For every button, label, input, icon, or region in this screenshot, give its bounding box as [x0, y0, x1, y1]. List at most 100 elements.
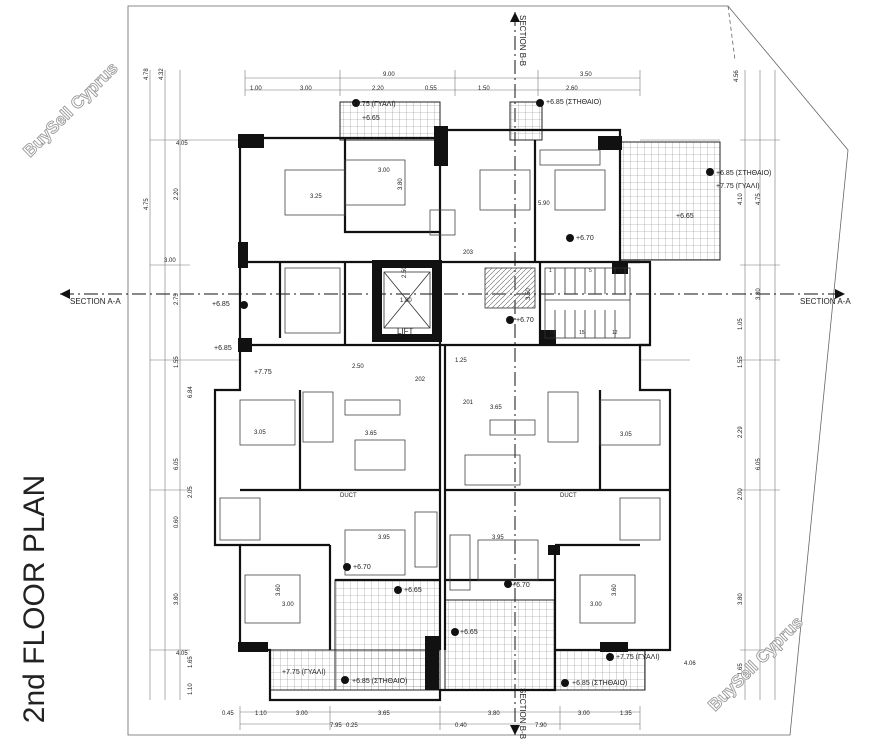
duct-label-right: DUCT: [560, 493, 577, 499]
dim-label: 4.75: [144, 198, 150, 210]
dim-label: 3.00: [164, 258, 176, 264]
dim-label: 4.05: [176, 141, 188, 147]
dim-label: 3.00: [578, 711, 590, 717]
level-corridor-right: +6.70: [516, 317, 534, 324]
room-dim: 2.50: [352, 364, 364, 370]
dim-label: 1.35: [620, 711, 632, 717]
dim-label: 1.55: [738, 356, 744, 368]
furniture-living: [344, 149, 606, 591]
site-boundary: [127, 5, 849, 736]
dim-label: 0.45: [222, 711, 234, 717]
dim-label: 0.40: [455, 723, 467, 729]
dim-label: 2.75: [174, 293, 180, 305]
level-bottom-right-wall: +6.85 (ΣΤΗΘΑΙΟ): [572, 680, 627, 687]
level-sw-living: +6.70: [353, 564, 371, 571]
dim-label: 2.29: [738, 426, 744, 438]
stair-step: 1: [549, 268, 552, 274]
level-right-floor: +6.65: [676, 213, 694, 220]
dim-label: 3.80: [738, 593, 744, 605]
dim-label: 1.10: [188, 683, 194, 695]
verandas: [269, 101, 721, 691]
lift-label: LIFT: [397, 327, 414, 336]
dim-label: 9.00: [383, 72, 395, 78]
dim-label: 4.10: [738, 193, 744, 205]
dim-label: 4.75: [756, 193, 762, 205]
level-markers: [240, 99, 714, 687]
dim-label: 0.60: [174, 516, 180, 528]
dim-label: 0.25: [346, 723, 358, 729]
lift-shaft: [383, 271, 431, 329]
dim-label: 1.00: [250, 86, 262, 92]
room-dim: 3.65: [490, 405, 502, 411]
dim-label: 3.80: [756, 288, 762, 300]
level-right-ceiling: +7.75 (ΓΥΑΛΙ): [716, 183, 760, 190]
room-dim: 1.25: [455, 358, 467, 364]
dim-label: 1.50: [478, 86, 490, 92]
room-dim: 3.60: [612, 584, 618, 596]
page-title: 2nd FLOOR PLAN: [18, 474, 51, 724]
dim-label: 3.00: [296, 711, 308, 717]
level-left-box: +7.75: [254, 369, 272, 376]
level-se-living: +6.70: [512, 582, 530, 589]
room-dim: 3.65: [365, 431, 377, 437]
dim-label: 2.20: [372, 86, 384, 92]
level-north-living: +6.70: [576, 235, 594, 242]
apartment-number: 201: [463, 400, 474, 406]
dim-label: 1.65: [738, 663, 744, 675]
dim-label: 2.60: [566, 86, 578, 92]
room-dim: 5.90: [538, 201, 550, 207]
dim-label: 3.00: [300, 86, 312, 92]
level-bottom-right-ceiling: +7.75 (ΓΥΑΛΙ): [616, 654, 660, 661]
dim-label: 1.55: [174, 356, 180, 368]
dim-label: 1.05: [738, 318, 744, 330]
level-top-wall: +6.85 (ΣΤΗΘΑΙΟ): [546, 99, 601, 106]
dim-label: 1.10: [255, 711, 267, 717]
dim-label: 4.06: [684, 661, 696, 667]
bathrooms: [219, 209, 661, 541]
apartment-number: 203: [463, 250, 474, 256]
section-a-a-right: SECTION A-A: [800, 297, 851, 306]
dim-label: 3.80: [488, 711, 500, 717]
watermark-top: BuySell Cyprus: [19, 59, 121, 161]
room-dim: 1.80: [400, 298, 412, 304]
room-dim: 3.60: [276, 584, 282, 596]
dim-label: 4.78: [144, 68, 150, 80]
dim-label: 4.32: [159, 68, 165, 80]
stair-step: 5: [589, 268, 592, 274]
dim-label: 2.00: [738, 488, 744, 500]
level-se-veranda: +6.65: [460, 629, 478, 636]
level-bottom-left-wall: +6.85 (ΣΤΗΘΑΙΟ): [352, 678, 407, 685]
duct-label-left: DUCT: [340, 493, 357, 499]
labels: SECTION A-A SECTION A-A SECTION B-B SECT…: [70, 15, 851, 739]
dim-label: 3.80: [174, 593, 180, 605]
dim-label: 0.55: [425, 86, 437, 92]
level-sw-veranda: +6.65: [404, 587, 422, 594]
level-corridor-left: +6.85: [212, 301, 230, 308]
dim-label: 3.65: [378, 711, 390, 717]
dim-label: 6.84: [188, 386, 194, 398]
room-dim: 3.05: [620, 432, 632, 438]
dim-label: 6.05: [174, 458, 180, 470]
room-dim: 3.95: [492, 535, 504, 541]
staircase: [484, 267, 631, 339]
room-dim: 3.50: [526, 288, 532, 300]
stair-step: 12: [612, 330, 618, 336]
stair-step: 9: [618, 268, 621, 274]
watermark-bottom: BuySell Cyprus: [704, 613, 806, 715]
section-a-a-line: [60, 289, 845, 299]
dim-label: 7.90: [535, 723, 547, 729]
room-dim: 3.05: [254, 430, 266, 436]
dim-label: 4.05: [176, 651, 188, 657]
dim-label: 7.95: [330, 723, 342, 729]
dim-label: 2.20: [174, 188, 180, 200]
room-dim: 3.00: [378, 168, 390, 174]
dim-label: 2.05: [188, 486, 194, 498]
room-dim: 3.80: [398, 178, 404, 190]
walls: [213, 128, 672, 702]
level-landing: +6.85: [214, 345, 232, 352]
room-dim: 2.50: [402, 266, 408, 278]
room-dim: 3.95: [378, 535, 390, 541]
furniture-beds: [239, 159, 661, 624]
level-top-left-floor: +6.65: [362, 115, 380, 122]
